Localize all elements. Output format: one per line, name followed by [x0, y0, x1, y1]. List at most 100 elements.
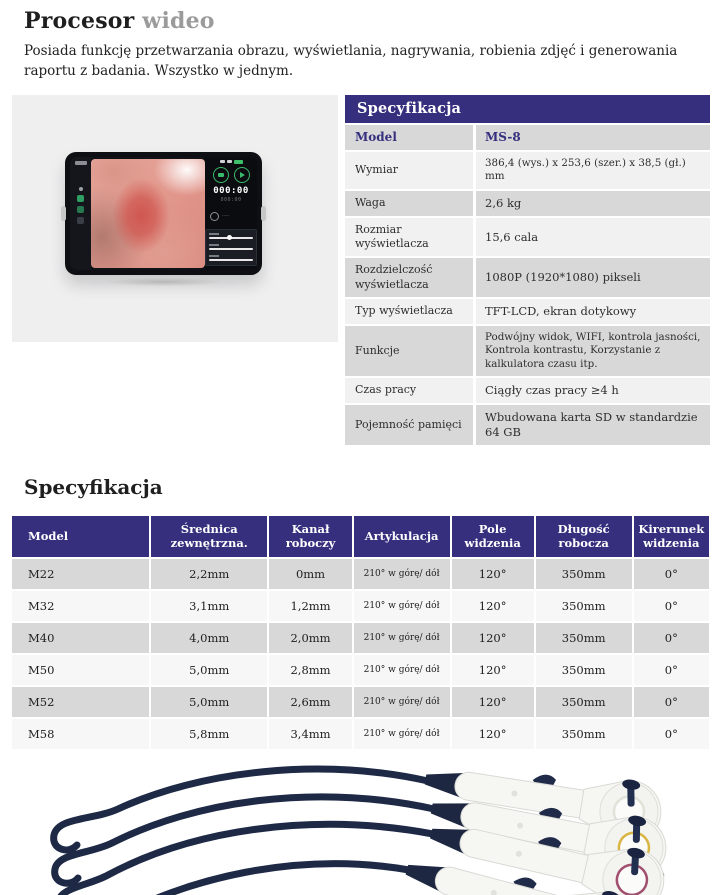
spec-row-label: Wymiar: [345, 152, 473, 189]
column-header: Artykulacja: [353, 515, 450, 557]
column-header: Pole widzenia: [451, 515, 534, 557]
models-heading: Specyfikacja: [24, 474, 163, 499]
table-cell: M58: [12, 718, 149, 749]
timer-value: 000:00: [213, 185, 249, 196]
slider: [209, 254, 253, 261]
spec-row-value: Wbudowana karta SD w standardzie 64 GB: [476, 404, 710, 445]
table-cell: M32: [12, 590, 149, 621]
table-cell: 2,8mm: [269, 654, 352, 685]
column-header: Średnica zewnętrzna.: [151, 515, 268, 557]
table-cell: 0°: [633, 686, 709, 717]
device-screen: 000:00 000:00 ····· ✳: [70, 156, 257, 270]
column-header: Kirerunek widzenia: [633, 515, 709, 557]
table-cell: 0°: [633, 718, 709, 749]
table-cell: 350mm: [535, 654, 632, 685]
column-header: Kanał roboczy: [269, 515, 352, 557]
spec-row-value: 1080P (1920*1080) pikseli: [476, 258, 710, 297]
table-cell: 120°: [451, 622, 534, 653]
wifi-icon: [226, 160, 232, 163]
spec-row-label: Czas pracy: [345, 378, 473, 403]
video-processor-photo: 000:00 000:00 ····· ✳: [12, 94, 338, 342]
table-cell: 210° w górę/ dół: [353, 718, 450, 749]
table-cell: 2,0mm: [269, 622, 352, 653]
table-cell: 0°: [633, 654, 709, 685]
logo-chip: [74, 160, 87, 165]
tool-icon: [77, 205, 84, 213]
spec-row-label: Model: [345, 124, 473, 151]
capture-buttons: [212, 166, 250, 183]
spec-row-label: Typ wyświetlacza: [345, 298, 473, 324]
top-section: 000:00 000:00 ····· ✳: [12, 94, 710, 445]
table-cell: 3,4mm: [269, 718, 352, 749]
spec-table-title: Specyfikacja: [345, 94, 710, 123]
spec-row-value: Podwójny widok, WIFI, kontrola jasności,…: [476, 325, 710, 377]
table-cell: 0°: [633, 622, 709, 653]
column-header: Model: [12, 515, 149, 557]
table-cell: 350mm: [535, 590, 632, 621]
table-cell: 5,0mm: [151, 654, 268, 685]
table-cell: M22: [12, 558, 149, 589]
slider: [209, 243, 253, 250]
table-cell: 0mm: [269, 558, 352, 589]
page-title: Procesor wideo: [0, 0, 719, 34]
table-cell: 5,0mm: [151, 686, 268, 717]
video-processor-device: 000:00 000:00 ····· ✳: [61, 151, 266, 287]
table-cell: 5,8mm: [151, 718, 268, 749]
device-side-button: [61, 205, 66, 221]
table-cell: 210° w górę/ dół: [353, 622, 450, 653]
slider: [209, 232, 253, 240]
device-side-button: [261, 205, 266, 221]
table-cell: 0°: [633, 558, 709, 589]
table-cell: 120°: [451, 654, 534, 685]
spec-row-value: MS-8: [476, 124, 710, 151]
page-title-secondary: wideo: [134, 8, 215, 34]
table-cell: 120°: [451, 686, 534, 717]
table-cell: 210° w górę/ dół: [353, 686, 450, 717]
table-cell: 0°: [633, 590, 709, 621]
screen-controls: 000:00 000:00 ····· ✳: [205, 156, 257, 270]
camera-icon: [212, 166, 229, 183]
table-cell: M52: [12, 686, 149, 717]
screen-toolbar: [70, 156, 91, 270]
table-cell: 350mm: [535, 558, 632, 589]
spec-row-value: 15,6 cala: [476, 217, 710, 257]
spec-row-value: Ciągły czas pracy ≥4 h: [476, 378, 710, 403]
table-cell: 210° w górę/ dół: [353, 590, 450, 621]
endoscopes-photo: [0, 758, 719, 895]
meta-label: ·····: [222, 213, 230, 219]
tool-icon: [77, 216, 84, 224]
meta-row: ·····: [210, 211, 230, 221]
status-bar: [219, 159, 243, 164]
spec-row-value: 2,6 kg: [476, 190, 710, 216]
table-cell: 210° w górę/ dół: [353, 654, 450, 685]
spec-row-label: Rozmiar wyświetlacza: [345, 217, 473, 257]
table-cell: 2,2mm: [151, 558, 268, 589]
table-cell: 120°: [451, 590, 534, 621]
spec-row-label: Waga: [345, 190, 473, 216]
table-cell: M50: [12, 654, 149, 685]
intro-text: Posiada funkcję przetwarzania obrazu, wy…: [24, 43, 678, 80]
table-cell: 3,1mm: [151, 590, 268, 621]
table-cell: 350mm: [535, 622, 632, 653]
dial-icon: [210, 211, 219, 221]
table-cell: 120°: [451, 718, 534, 749]
table-cell: 2,6mm: [269, 686, 352, 717]
spec-row-value: TFT-LCD, ekran dotykowy: [476, 298, 710, 324]
table-cell: 350mm: [535, 718, 632, 749]
spec-row-label: Funkcje: [345, 325, 473, 377]
table-cell: 210° w górę/ dół: [353, 558, 450, 589]
menu-dot-icon: [78, 186, 83, 191]
column-header: Długość robocza: [535, 515, 632, 557]
spec-row-label: Rozdzielczość wyświetlacza: [345, 258, 473, 297]
table-cell: 350mm: [535, 686, 632, 717]
adjustment-sliders: [205, 228, 257, 266]
timer-sub-value: 000:00: [220, 196, 242, 203]
